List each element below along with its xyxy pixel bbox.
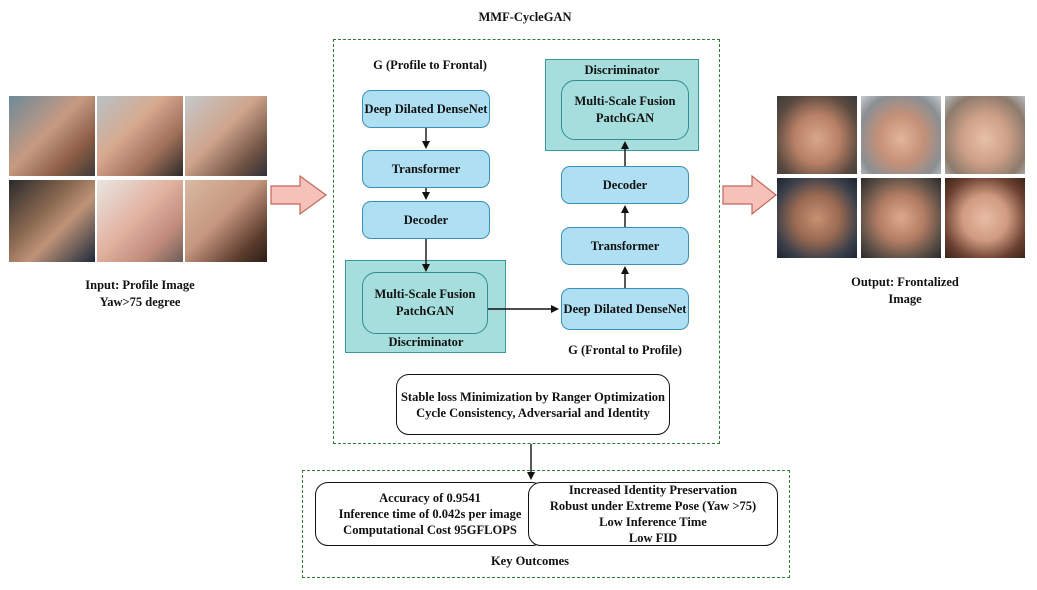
output-caption-line1: Output: Frontalized	[851, 275, 959, 289]
mmf-cyclegan-container	[333, 39, 720, 444]
output-face-3	[945, 96, 1025, 174]
transformer-block-right: Transformer	[561, 227, 689, 265]
benefits-box: Increased Identity Preservation Robust u…	[528, 482, 778, 546]
metric-accuracy: Accuracy of 0.9541	[379, 491, 481, 505]
discriminator-left-label: Discriminator	[388, 335, 464, 349]
metrics-box: Accuracy of 0.9541 Inference time of 0.0…	[315, 482, 545, 546]
input-face-4	[9, 180, 95, 262]
key-outcomes-caption: Key Outcomes	[490, 554, 570, 568]
transformer-block: Transformer	[362, 150, 490, 188]
metric-inference-time: Inference time of 0.042s per image	[338, 507, 522, 521]
input-caption-line2: Yaw>75 degree	[99, 295, 181, 309]
output-caption: Output: Frontalized Image	[825, 274, 985, 308]
loss-box: Stable loss Minimization by Ranger Optim…	[396, 374, 670, 435]
decoder-block: Decoder	[362, 201, 490, 239]
output-face-6	[945, 178, 1025, 258]
output-face-5	[861, 178, 941, 258]
generator-top-label: G (Profile to Frontal)	[373, 58, 487, 72]
output-caption-line2: Image	[888, 292, 922, 306]
output-arrow	[722, 174, 777, 216]
discriminator-right-label: Discriminator	[584, 63, 660, 77]
input-face-5	[97, 180, 183, 262]
generator-bottom-label: G (Frontal to Profile)	[568, 343, 682, 357]
deep-dilated-densenet-block: Deep Dilated DenseNet	[362, 90, 490, 128]
input-caption-line1: Input: Profile Image	[85, 278, 195, 292]
input-face-6	[185, 180, 267, 262]
output-face-2	[861, 96, 941, 174]
discriminator-left-line2: PatchGAN	[395, 304, 455, 318]
loss-line1: Stable loss Minimization by Ranger Optim…	[400, 389, 665, 404]
diagram-title: MMF-CycleGAN	[478, 10, 572, 24]
benefit-low-fid: Low FID	[628, 531, 678, 545]
benefit-identity-preservation: Increased Identity Preservation	[568, 483, 738, 497]
benefit-low-inference-time: Low Inference Time	[599, 515, 707, 529]
discriminator-right-line1: Multi-Scale Fusion	[574, 94, 676, 108]
input-face-3	[185, 96, 267, 176]
output-face-1	[777, 96, 857, 174]
output-face-4	[777, 178, 857, 258]
deep-dilated-densenet-block-right: Deep Dilated DenseNet	[561, 288, 689, 330]
input-face-2	[97, 96, 183, 176]
discriminator-left-line1: Multi-Scale Fusion	[374, 287, 476, 301]
benefit-robust-pose: Robust under Extreme Pose (Yaw >75)	[549, 499, 757, 513]
discriminator-right-line2: PatchGAN	[595, 111, 655, 125]
metric-computational-cost: Computational Cost 95GFLOPS	[343, 523, 517, 537]
decoder-block-right: Decoder	[561, 166, 689, 204]
input-caption: Input: Profile Image Yaw>75 degree	[60, 277, 220, 311]
loss-line2: Cycle Consistency, Adversarial and Ident…	[416, 405, 650, 420]
discriminator-right-patchgan: Multi-Scale Fusion PatchGAN	[561, 80, 689, 140]
key-outcomes-container	[302, 470, 790, 578]
input-face-1	[9, 96, 95, 176]
discriminator-left-patchgan: Multi-Scale Fusion PatchGAN	[362, 272, 488, 334]
input-arrow	[270, 174, 328, 216]
